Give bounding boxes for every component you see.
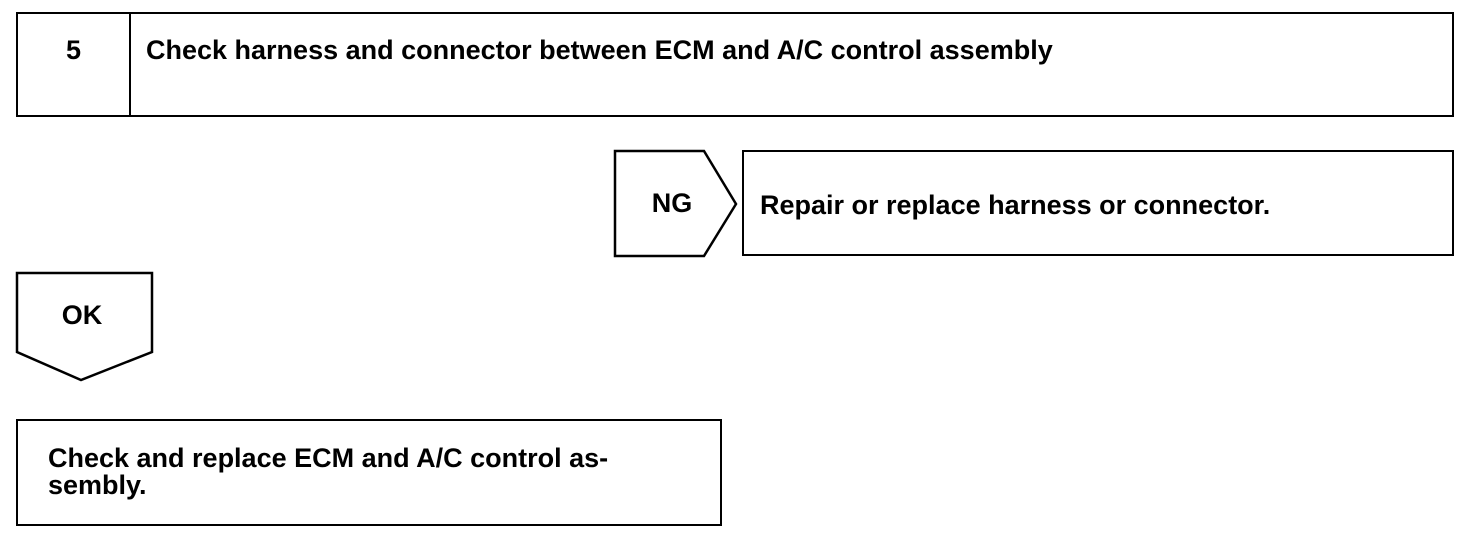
ok-action-line-1: Check and replace ECM and A/C control as…: [48, 443, 609, 473]
ok-arrow: [15, 271, 154, 382]
ng-label: NG: [651, 188, 693, 218]
ok-action-line-2: sembly.: [48, 470, 147, 500]
ng-arrow: [613, 149, 738, 258]
step-number-cell: 5: [18, 14, 131, 115]
step-number: 5: [65, 35, 82, 65]
ng-action-text: Repair or replace harness or connector.: [760, 190, 1271, 220]
ok-label: OK: [61, 300, 103, 330]
ok-action-text: Check and replace ECM and A/C control as…: [48, 445, 708, 499]
step-title: Check harness and connector between ECM …: [146, 35, 1053, 65]
ng-action-box: Repair or replace harness or connector.: [742, 150, 1454, 256]
step-box: 5 Check harness and connector between EC…: [16, 12, 1454, 117]
ok-action-box: Check and replace ECM and A/C control as…: [16, 419, 722, 526]
